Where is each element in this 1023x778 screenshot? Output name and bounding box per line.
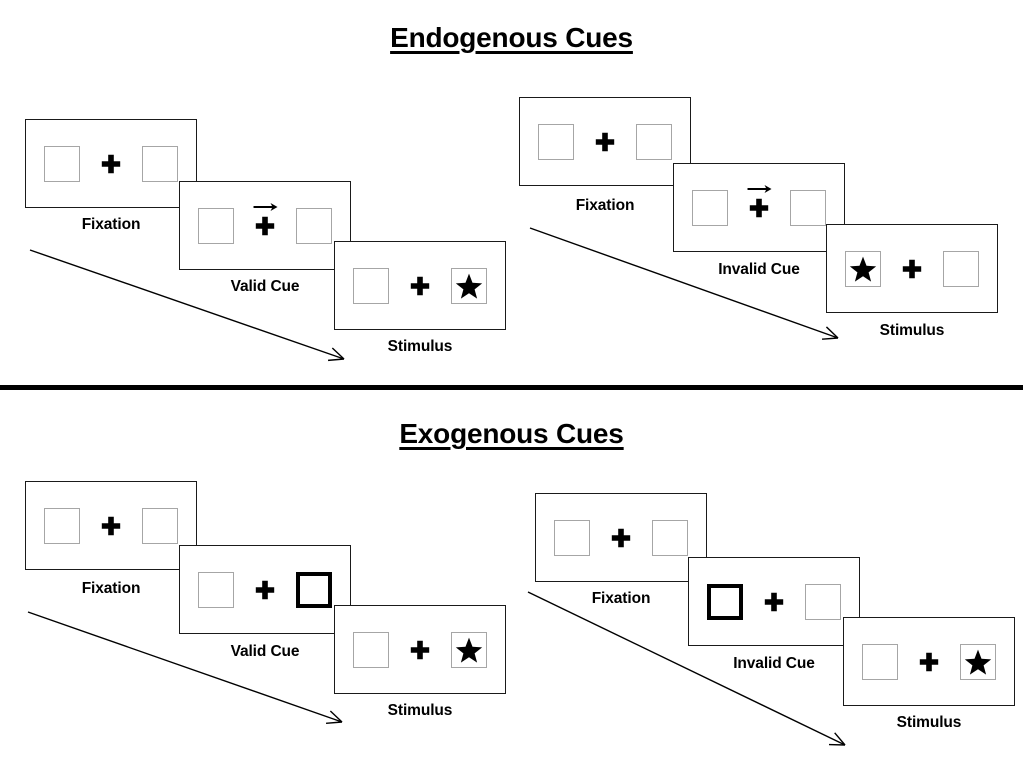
- trial-frame-content: [689, 558, 859, 645]
- fixation-centre-column: [96, 142, 126, 186]
- trial-frame-content: [827, 225, 997, 312]
- frame-caption: Stimulus: [334, 338, 506, 356]
- frame-caption: Stimulus: [334, 702, 506, 720]
- left-box: [198, 572, 234, 608]
- fixation-centre-column: [744, 186, 774, 230]
- frame-caption: Stimulus: [826, 322, 998, 340]
- trial-frame-panel: [25, 481, 197, 570]
- trial-frame-panel: [519, 97, 691, 186]
- right-box: [636, 124, 672, 160]
- trial-frame-panel: [179, 181, 351, 270]
- right-box: [943, 251, 979, 287]
- left-box: [44, 508, 80, 544]
- fixation-cross-icon: [101, 154, 121, 174]
- fixation-centre-column: [96, 504, 126, 548]
- cue-arrow-icon: [747, 184, 773, 194]
- section-divider: [0, 385, 1023, 390]
- frame-caption: Stimulus: [843, 714, 1015, 732]
- trial-frame-panel: [334, 241, 506, 330]
- fixation-centre-column: [897, 247, 927, 291]
- right-box: [652, 520, 688, 556]
- left-box: [198, 208, 234, 244]
- trial-frame-panel: [334, 605, 506, 694]
- trial-frame-content: [180, 182, 350, 269]
- fixation-centre-column: [590, 120, 620, 164]
- frame-caption: Fixation: [25, 216, 197, 234]
- star-icon: [849, 255, 877, 283]
- frame-caption: Fixation: [519, 197, 691, 215]
- trial-frame-panel: [179, 545, 351, 634]
- trial-frame-content: [335, 606, 505, 693]
- exogenous-section-title: Exogenous Cues: [0, 418, 1023, 450]
- left-box: [538, 124, 574, 160]
- frame-caption: Fixation: [535, 590, 707, 608]
- right-box: [451, 268, 487, 304]
- fixation-cross-icon: [902, 259, 922, 279]
- fixation-cross-icon: [919, 652, 939, 672]
- trial-frame-content: [26, 482, 196, 569]
- frame-caption: Valid Cue: [179, 278, 351, 296]
- frame-caption: Invalid Cue: [673, 261, 845, 279]
- left-box: [353, 268, 389, 304]
- fixation-cross-icon: [764, 592, 784, 612]
- trial-frame-content: [26, 120, 196, 207]
- left-box: [845, 251, 881, 287]
- right-box: [960, 644, 996, 680]
- left-box-cued: [707, 584, 743, 620]
- fixation-cross-icon: [101, 516, 121, 536]
- trial-frame-panel: [535, 493, 707, 582]
- star-icon: [455, 636, 483, 664]
- cue-arrow-icon: [253, 202, 279, 212]
- trial-frame-content: [674, 164, 844, 251]
- right-box: [451, 632, 487, 668]
- fixation-cross-icon: [255, 216, 275, 236]
- trial-frame-panel: [843, 617, 1015, 706]
- fixation-cross-icon: [595, 132, 615, 152]
- right-box: [805, 584, 841, 620]
- trial-frame-content: [536, 494, 706, 581]
- trial-frame-panel: [688, 557, 860, 646]
- endogenous-section-title: Endogenous Cues: [0, 22, 1023, 54]
- trial-frame-content: [520, 98, 690, 185]
- fixation-centre-column: [914, 640, 944, 684]
- trial-frame-content: [335, 242, 505, 329]
- fixation-centre-column: [606, 516, 636, 560]
- frame-caption: Invalid Cue: [688, 655, 860, 673]
- fixation-centre-column: [250, 568, 280, 612]
- right-box: [296, 208, 332, 244]
- trial-frame-panel: [673, 163, 845, 252]
- fixation-cross-icon: [410, 276, 430, 296]
- left-box: [692, 190, 728, 226]
- fixation-centre-column: [759, 580, 789, 624]
- frame-caption: Fixation: [25, 580, 197, 598]
- right-box: [790, 190, 826, 226]
- right-box-cued: [296, 572, 332, 608]
- fixation-centre-column: [405, 628, 435, 672]
- right-box: [142, 508, 178, 544]
- fixation-centre-column: [250, 204, 280, 248]
- fixation-cross-icon: [255, 580, 275, 600]
- trial-frame-content: [844, 618, 1014, 705]
- frame-caption: Valid Cue: [179, 643, 351, 661]
- left-box: [44, 146, 80, 182]
- fixation-cross-icon: [611, 528, 631, 548]
- fixation-centre-column: [405, 264, 435, 308]
- left-box: [353, 632, 389, 668]
- star-icon: [455, 272, 483, 300]
- trial-frame-content: [180, 546, 350, 633]
- trial-frame-panel: [25, 119, 197, 208]
- fixation-cross-icon: [410, 640, 430, 660]
- trial-frame-panel: [826, 224, 998, 313]
- fixation-cross-icon: [749, 198, 769, 218]
- star-icon: [964, 648, 992, 676]
- right-box: [142, 146, 178, 182]
- left-box: [862, 644, 898, 680]
- left-box: [554, 520, 590, 556]
